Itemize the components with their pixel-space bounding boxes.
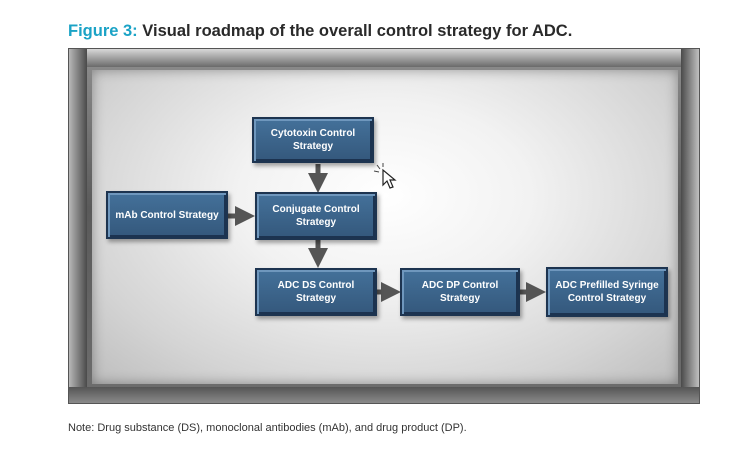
- node-adc-prefilled-syringe-control-strategy: ADC Prefilled Syringe Control Strategy: [546, 267, 668, 317]
- node-cytotoxin-control-strategy: Cytotoxin Control Strategy: [252, 117, 374, 163]
- frame-top: [69, 49, 699, 67]
- footnote: Note: Drug substance (DS), monoclonal an…: [68, 422, 467, 434]
- figure-caption: Figure 3: Visual roadmap of the overall …: [68, 22, 572, 41]
- figure-label: Figure 3:: [68, 22, 138, 40]
- node-mab-control-strategy: mAb Control Strategy: [106, 191, 228, 239]
- node-conjugate-control-strategy: Conjugate Control Strategy: [255, 192, 377, 240]
- node-label: mAb Control Strategy: [115, 209, 219, 221]
- node-label: Cytotoxin Control Strategy: [270, 128, 356, 152]
- node-adc-ds-control-strategy: ADC DS Control Strategy: [255, 268, 377, 316]
- node-adc-dp-control-strategy: ADC DP Control Strategy: [400, 268, 520, 316]
- node-label: ADC Prefilled Syringe Control Strategy: [555, 280, 659, 304]
- pointer-cursor-icon: [373, 163, 397, 189]
- figure-title: Visual roadmap of the overall control st…: [142, 22, 573, 40]
- frame-right: [681, 49, 699, 403]
- node-label: ADC DP Control Strategy: [421, 280, 499, 304]
- frame-left: [69, 49, 87, 403]
- node-label: ADC DS Control Strategy: [277, 280, 355, 304]
- frame-bottom: [69, 387, 699, 403]
- node-label: Conjugate Control Strategy: [272, 204, 360, 228]
